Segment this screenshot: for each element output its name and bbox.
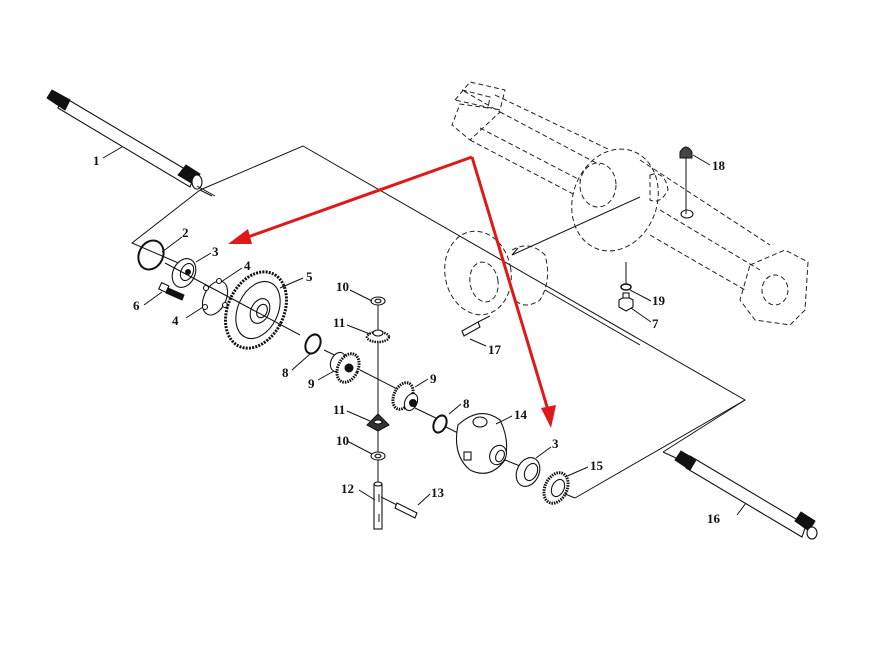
drain-plug[interactable]	[618, 292, 634, 312]
left-axle-shaft[interactable]	[46, 89, 216, 197]
callout-11-bottom: 11	[333, 402, 345, 417]
pin[interactable]	[380, 496, 418, 519]
callout-3-right: 3	[552, 436, 559, 451]
callout-1: 1	[93, 153, 100, 168]
thrust-washer-left[interactable]	[302, 332, 323, 356]
pinion-gear-top[interactable]	[365, 329, 391, 344]
thrust-washer-right[interactable]	[431, 413, 449, 434]
pinion-washer-top[interactable]	[370, 296, 386, 306]
callout-10-bottom: 10	[336, 433, 349, 448]
callout-11-top: 11	[333, 315, 345, 330]
callout-7: 7	[652, 316, 659, 331]
pinion-shaft[interactable]	[373, 481, 383, 530]
adjusting-nut[interactable]	[539, 469, 572, 507]
right-axle-shaft[interactable]	[662, 450, 818, 540]
callout-18: 18	[712, 158, 726, 173]
drain-washer[interactable]	[620, 262, 632, 291]
ring-gear[interactable]	[214, 262, 299, 358]
axle-housing[interactable]	[451, 81, 809, 326]
callout-8-left: 8	[282, 365, 289, 380]
callout-2: 2	[182, 225, 189, 240]
pinion-washer-bottom[interactable]	[370, 451, 386, 461]
dowel-pin[interactable]	[461, 315, 491, 337]
pinion-gear-bottom[interactable]	[366, 413, 390, 432]
callout-19: 19	[652, 293, 666, 308]
arrowhead-left-icon	[228, 229, 252, 244]
assembly-outline	[131, 145, 747, 499]
arrowhead-right-icon	[541, 405, 556, 428]
bolt[interactable]	[157, 281, 185, 301]
callout-10-top: 10	[336, 279, 349, 294]
callout-16: 16	[707, 511, 721, 526]
side-cover[interactable]	[438, 226, 549, 320]
highlight-arrows	[228, 155, 556, 428]
callout-4-lower: 4	[172, 313, 179, 328]
highlight-arrow-right	[470, 156, 550, 411]
leader-lines	[102, 146, 747, 516]
lock-plate[interactable]	[197, 277, 232, 319]
side-gear-right[interactable]	[389, 380, 420, 413]
callout-14: 14	[514, 407, 528, 422]
side-gear-left[interactable]	[327, 350, 363, 386]
highlight-arrow-left	[244, 155, 473, 240]
callout-12: 12	[341, 481, 354, 496]
callout-6: 6	[133, 298, 140, 313]
callout-labels: 1 2 3 4 4 5 6 7 8 8 9 9 10 10 11 11 12 1…	[93, 153, 726, 526]
callout-8-right: 8	[463, 396, 470, 411]
breather-plug[interactable]	[679, 146, 693, 214]
callout-15: 15	[590, 458, 604, 473]
bearing-right[interactable]	[512, 454, 545, 490]
callout-3-left: 3	[212, 244, 219, 259]
callout-4-upper: 4	[244, 258, 251, 273]
callout-13: 13	[431, 485, 445, 500]
differential-case[interactable]	[455, 413, 510, 474]
callout-5: 5	[306, 269, 313, 284]
callout-17: 17	[488, 342, 502, 357]
o-ring[interactable]	[134, 236, 168, 273]
callout-9-left: 9	[308, 376, 315, 391]
callout-9-right: 9	[430, 371, 437, 386]
